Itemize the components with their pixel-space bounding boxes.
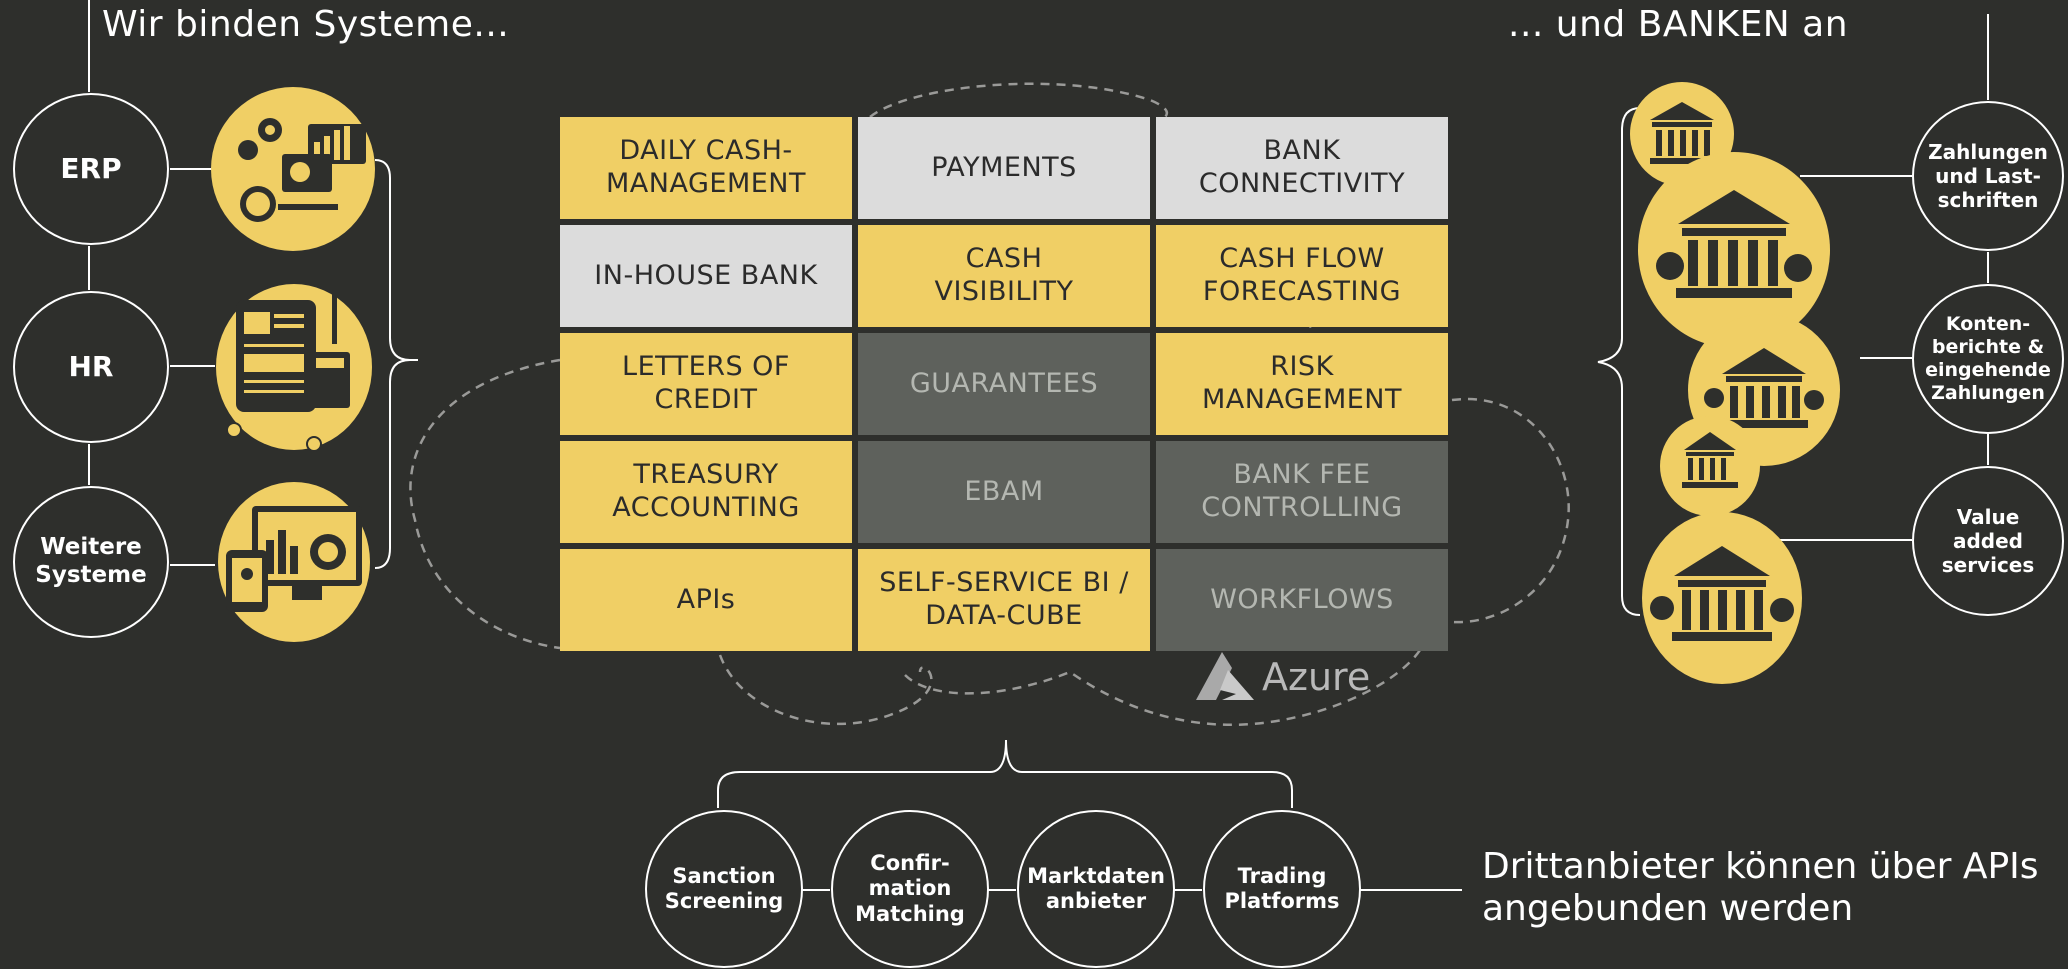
bank-icon-cluster [1630,82,1840,684]
right-title: ... und BANKEN an [1508,4,1849,45]
module-treasury-accounting: TREASURY ACCOUNTING [560,441,852,543]
erp-gears-chart-icon [211,87,375,251]
module-apis: APIs [560,549,852,651]
module-bank-fee-controlling: BANK FEE CONTROLLING [1156,441,1448,543]
module-cash-flow-forecasting: CASH FLOW FORECASTING [1156,225,1448,327]
azure-logo-icon [1196,652,1254,700]
module-self-service-bi: SELF-SERVICE BI / DATA-CUBE [858,549,1150,651]
bank-service-payments: Zahlungen und Last- schriften [1912,101,2064,251]
system-circle-erp: ERP [13,93,169,245]
bank-building-icon [1642,512,1802,684]
module-workflows: WORKFLOWS [1156,549,1448,651]
module-risk-management: RISK MANAGEMENT [1156,333,1448,435]
module-guarantees: GUARANTEES [858,333,1150,435]
module-payments: PAYMENTS [858,117,1150,219]
bank-service-value-added: Value added services [1912,466,2064,616]
left-title: Wir binden Systeme... [102,4,510,45]
system-circle-other: Weitere Systeme [13,486,169,638]
third-party-market-data: Marktdaten anbieter [1017,810,1175,968]
module-daily-cash-management: DAILY CASH- MANAGEMENT [560,117,852,219]
third-party-trading-platforms: Trading Platforms [1203,810,1361,968]
third-party-sanction-screening: Sanction Screening [645,810,803,968]
bank-service-account-reports: Konten- berichte & eingehende Zahlungen [1912,284,2064,434]
azure-logo: Azure [1192,650,1370,704]
module-grid: DAILY CASH- MANAGEMENT PAYMENTS BANK CON… [560,117,1452,653]
bank-building-icon [1660,416,1760,516]
azure-label: Azure [1262,655,1371,699]
devices-dashboard-icon [218,482,370,642]
third-party-confirmation-matching: Confir- mation Matching [831,810,989,968]
module-bank-connectivity: BANK CONNECTIVITY [1156,117,1448,219]
module-ebam: EBAM [858,441,1150,543]
hr-documents-calculator-icon [216,284,372,452]
module-cash-visibility: CASH VISIBILITY [858,225,1150,327]
system-circle-hr: HR [13,291,169,443]
third-party-caption: Drittanbieter können über APIs angebunde… [1482,846,2039,930]
module-letters-of-credit: LETTERS OF CREDIT [560,333,852,435]
bank-building-icon [1638,152,1830,348]
module-in-house-bank: IN-HOUSE BANK [560,225,852,327]
